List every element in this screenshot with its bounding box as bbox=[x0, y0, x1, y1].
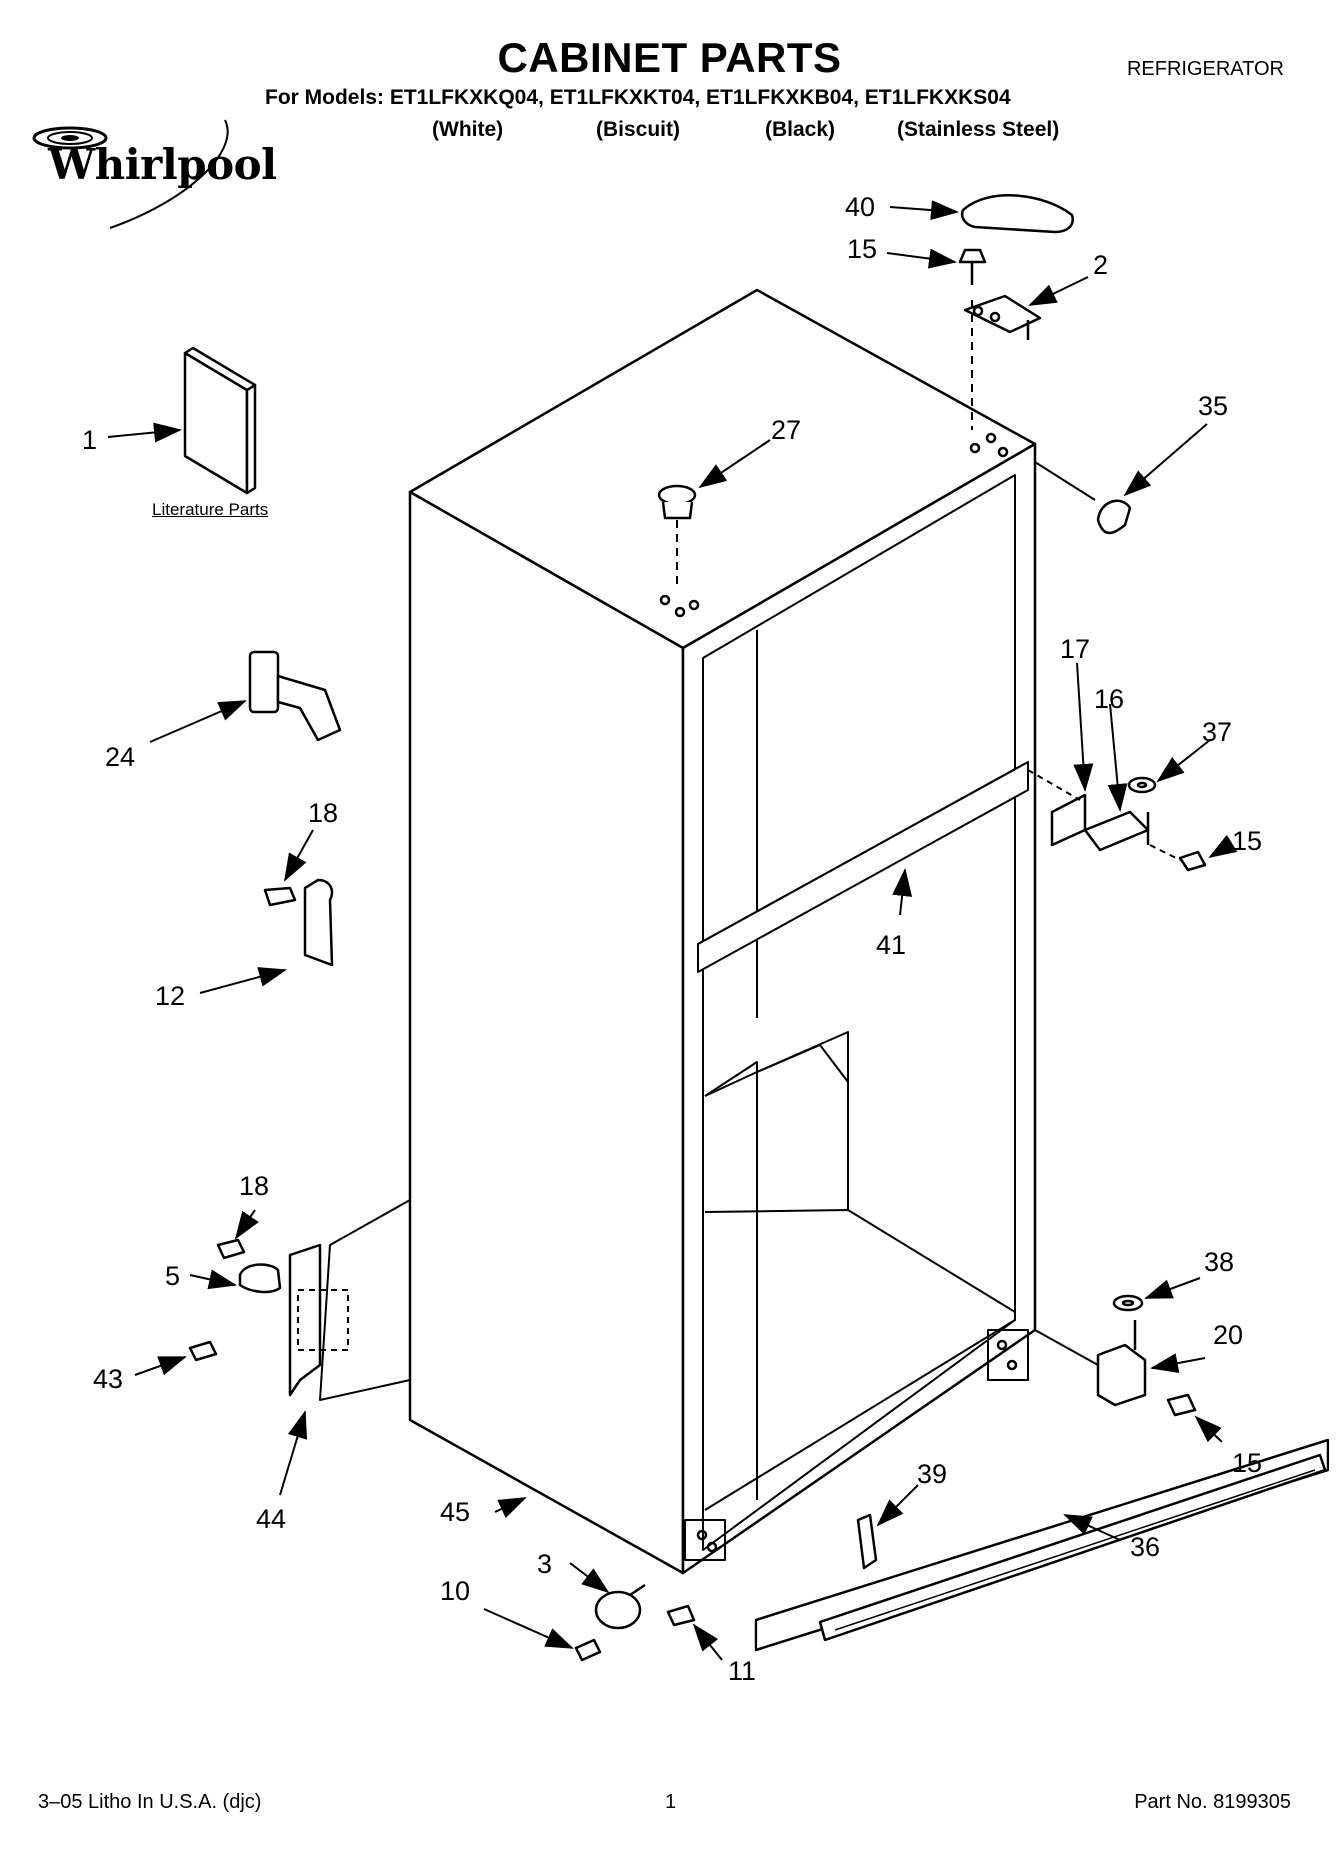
part-41-mullion bbox=[697, 761, 1029, 973]
footer-litho: 3–05 Litho In U.S.A. (djc) bbox=[38, 1791, 262, 1813]
part-44-bracket-panel-icon bbox=[288, 1243, 349, 1397]
footer-page-number: 1 bbox=[665, 1791, 677, 1813]
callout-43: 43 bbox=[93, 1364, 123, 1394]
callout-35: 35 bbox=[1198, 391, 1228, 421]
callout-18-lower: 18 bbox=[239, 1171, 269, 1201]
callout-27: 27 bbox=[771, 415, 801, 445]
part-24-pin-icon bbox=[248, 650, 342, 742]
callout-45: 45 bbox=[440, 1497, 470, 1527]
literature-parts-label: Literature Parts bbox=[152, 500, 269, 519]
callout-16: 16 bbox=[1094, 684, 1124, 714]
callout-39: 39 bbox=[917, 1459, 947, 1489]
part-11-screw-icon bbox=[666, 1604, 696, 1627]
part-15-screw-top-icon bbox=[958, 248, 987, 285]
callout-24: 24 bbox=[105, 742, 135, 772]
part-1-literature-icon bbox=[183, 346, 257, 495]
part-37-washer-icon bbox=[1127, 776, 1157, 794]
part-39-clip-icon bbox=[856, 1513, 878, 1570]
callout-37: 37 bbox=[1202, 717, 1232, 747]
part-18-screw-lower-icon bbox=[216, 1238, 246, 1260]
callout-3: 3 bbox=[537, 1549, 552, 1579]
logo-wordmark: Whirlpool bbox=[48, 140, 277, 189]
appliance-type: REFRIGERATOR bbox=[1126, 58, 1284, 80]
callout-38: 38 bbox=[1204, 1247, 1234, 1277]
variant-biscuit: (Biscuit) bbox=[596, 118, 680, 141]
callout-36: 36 bbox=[1130, 1532, 1160, 1562]
callout-5: 5 bbox=[165, 1261, 180, 1291]
callout-15-mid: 15 bbox=[1232, 826, 1262, 856]
part-16-center-hinge-icon bbox=[1083, 810, 1150, 852]
variant-stainless: (Stainless Steel) bbox=[897, 118, 1060, 141]
callout-20: 20 bbox=[1213, 1320, 1243, 1350]
part-15-screw-bottom-icon bbox=[1166, 1393, 1197, 1417]
part-36-base-grille-icon bbox=[754, 1438, 1330, 1652]
callout-12: 12 bbox=[155, 981, 185, 1011]
cabinet-shell bbox=[319, 288, 1037, 1575]
footer-part-number: Part No. 8199305 bbox=[1134, 1791, 1291, 1813]
callout-44: 44 bbox=[256, 1504, 286, 1534]
logo-swirl-icon bbox=[32, 119, 229, 229]
part-15-screw-mid-icon bbox=[1149, 844, 1207, 872]
callout-2: 2 bbox=[1093, 250, 1108, 280]
callout-11: 11 bbox=[728, 1656, 756, 1686]
callout-17: 17 bbox=[1060, 634, 1090, 664]
part-43-screw-icon bbox=[188, 1340, 218, 1362]
part-35-clip-icon bbox=[1096, 499, 1132, 535]
part-38-washer-icon bbox=[1112, 1294, 1144, 1312]
variant-white: (White) bbox=[432, 118, 504, 141]
part-10-screw-icon bbox=[574, 1638, 602, 1662]
callout-15-bottom: 15 bbox=[1232, 1448, 1262, 1478]
callout-40: 40 bbox=[845, 192, 875, 222]
callout-15-top: 15 bbox=[847, 234, 877, 264]
callout-41: 41 bbox=[876, 930, 906, 960]
callout-18-upper: 18 bbox=[308, 798, 338, 828]
variant-black: (Black) bbox=[765, 118, 836, 141]
models-line: For Models: ET1LFKXKQ04, ET1LFKXKT04, ET… bbox=[265, 86, 1011, 109]
callout-10: 10 bbox=[440, 1576, 470, 1606]
part-20-bottom-hinge-icon bbox=[1096, 1320, 1147, 1407]
part-2-top-hinge-icon bbox=[963, 294, 1042, 340]
part-12-bracket-icon bbox=[263, 878, 334, 967]
callout-1: 1 bbox=[82, 425, 97, 455]
part-27-plug-icon bbox=[657, 484, 697, 520]
part-5-clamp-icon bbox=[238, 1263, 282, 1294]
page-title: CABINET PARTS bbox=[497, 34, 842, 81]
part-17-shim-icon bbox=[1050, 793, 1087, 847]
part-3-roller-icon bbox=[594, 1583, 646, 1630]
callout-leaders bbox=[107, 200, 1238, 1661]
part-40-hinge-cover-icon bbox=[960, 194, 1074, 234]
